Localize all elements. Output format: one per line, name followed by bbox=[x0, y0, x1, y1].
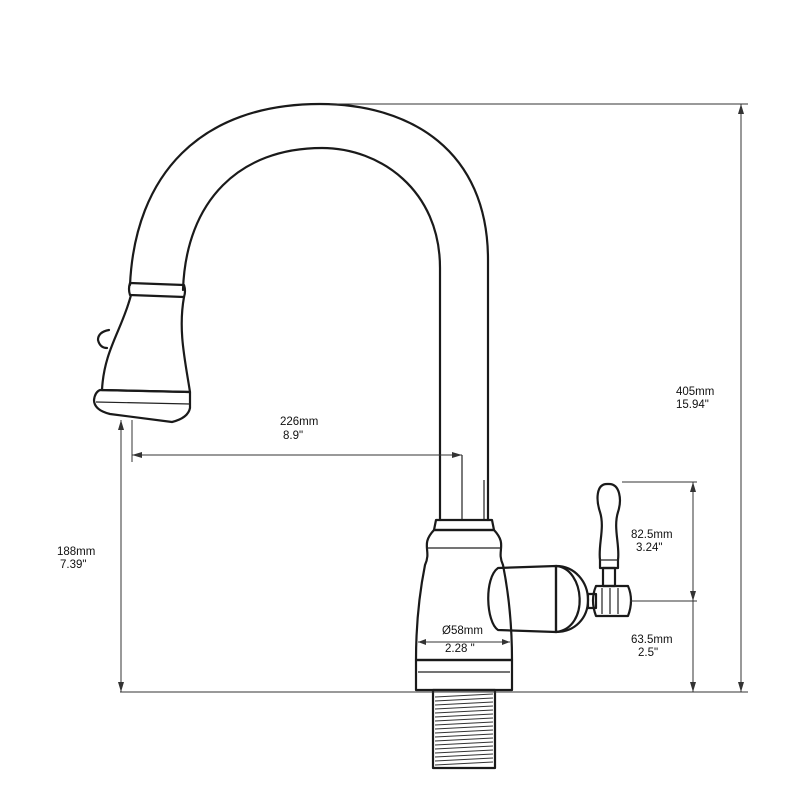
shank-outline bbox=[431, 688, 497, 770]
thread-line bbox=[434, 701, 494, 706]
spray-head-rim bbox=[92, 388, 192, 424]
handle-height-metric-label: 82.5mm bbox=[631, 529, 673, 541]
thread-line bbox=[434, 693, 494, 698]
total-height-imperial-label: 15.94" bbox=[676, 399, 709, 411]
spray-head-button bbox=[96, 328, 111, 350]
handle-cap bbox=[554, 564, 581, 634]
faucet-body bbox=[414, 528, 514, 662]
handle-housing bbox=[487, 564, 558, 634]
thread-line bbox=[434, 741, 494, 746]
reach-metric-label: 226mm bbox=[280, 416, 318, 428]
lever-handle bbox=[596, 482, 621, 570]
spray-head-rim-line bbox=[95, 401, 191, 405]
handle-height-imperial-label: 3.24" bbox=[636, 542, 662, 554]
faucet-outline bbox=[92, 102, 633, 770]
arrow-head bbox=[690, 482, 696, 492]
thread-line bbox=[434, 729, 494, 734]
spray-head bbox=[92, 281, 192, 424]
lever-handle-neck bbox=[601, 566, 617, 588]
total-height-metric-label: 405mm bbox=[676, 386, 714, 398]
thread-line bbox=[434, 753, 494, 758]
thread-line bbox=[434, 761, 494, 766]
body-top-collar bbox=[432, 518, 496, 532]
thread-line bbox=[434, 745, 494, 750]
thread-line bbox=[434, 705, 494, 710]
threaded-shank bbox=[431, 688, 497, 770]
dimension-lines bbox=[118, 103, 748, 693]
body-diameter-imperial-label: 2.28 " bbox=[445, 643, 475, 655]
reach-imperial-label: 8.9" bbox=[283, 430, 303, 442]
thread-line bbox=[434, 749, 494, 754]
handle-axis-metric-label: 63.5mm bbox=[631, 634, 673, 646]
faucet-base-ring bbox=[414, 658, 514, 692]
handle-hub bbox=[591, 584, 633, 618]
handle-axis-imperial-label: 2.5" bbox=[638, 647, 658, 659]
thread-line bbox=[434, 725, 494, 730]
thread-line bbox=[434, 697, 494, 702]
body-diameter-metric-label: Ø58mm bbox=[442, 625, 483, 637]
arrow-head bbox=[418, 639, 426, 645]
spray-head-collar bbox=[127, 281, 187, 299]
shank-threads bbox=[434, 693, 494, 766]
spout-inner-curve bbox=[181, 146, 442, 522]
spout-clearance-metric-label: 188mm bbox=[57, 546, 95, 558]
spray-head-body bbox=[100, 293, 192, 394]
arrow-head bbox=[118, 682, 124, 692]
dimension-labels: 405mm 15.94" 226mm 8.9" 188mm 7.39" Ø58m… bbox=[57, 386, 714, 659]
arrow-head bbox=[690, 682, 696, 692]
arrow-head bbox=[132, 452, 142, 458]
arrow-head bbox=[452, 452, 462, 458]
arrow-head bbox=[118, 420, 124, 430]
thread-line bbox=[434, 717, 494, 722]
arrow-head bbox=[690, 591, 696, 601]
arrow-head bbox=[738, 682, 744, 692]
thread-line bbox=[434, 737, 494, 742]
spout-clearance-imperial-label: 7.39" bbox=[60, 559, 86, 571]
thread-line bbox=[434, 757, 494, 762]
handle-stem bbox=[586, 592, 598, 610]
spout-outer-curve bbox=[128, 102, 490, 522]
arrow-head bbox=[738, 104, 744, 114]
thread-line bbox=[434, 713, 494, 718]
thread-line bbox=[434, 721, 494, 726]
thread-line bbox=[434, 733, 494, 738]
thread-line bbox=[434, 709, 494, 714]
arrow-head bbox=[502, 639, 510, 645]
